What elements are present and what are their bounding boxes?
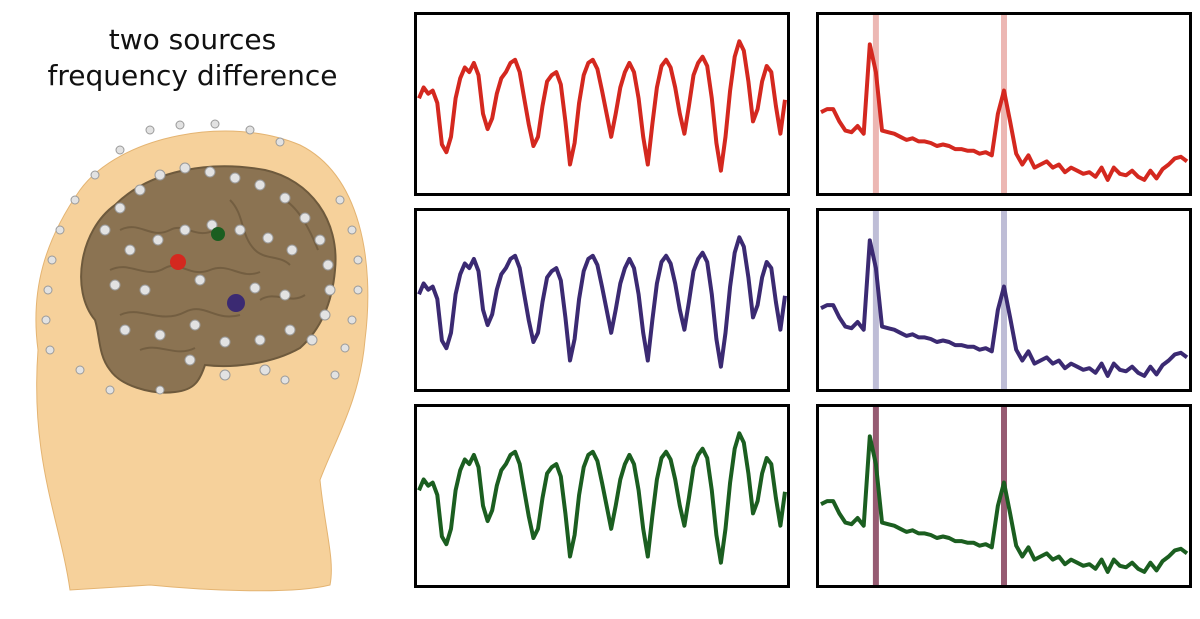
figure-title-line2: frequency difference [47,59,338,92]
spectrum-panel-blue [816,208,1192,392]
timeseries-panel-green [414,404,790,588]
timeseries-line-green [417,431,787,565]
spectrum-line-red [820,42,1189,182]
timeseries-line-red [417,39,787,173]
spectrum-line-green [820,434,1189,574]
figure-title-line1: two sources [108,23,277,56]
electrodes [41,119,363,395]
spectrum-panel-red [816,12,1192,196]
source-red-dot [170,254,186,270]
source-green-dot [211,227,225,241]
timeseries-panel-blue [414,208,790,392]
spectrum-line-blue [820,238,1189,378]
timeseries-line-blue [417,235,787,369]
head-brain-illustration [35,119,369,592]
timeseries-panel-red [414,12,790,196]
source-blue-dot [227,294,245,312]
spectrum-panel-green [816,404,1192,588]
